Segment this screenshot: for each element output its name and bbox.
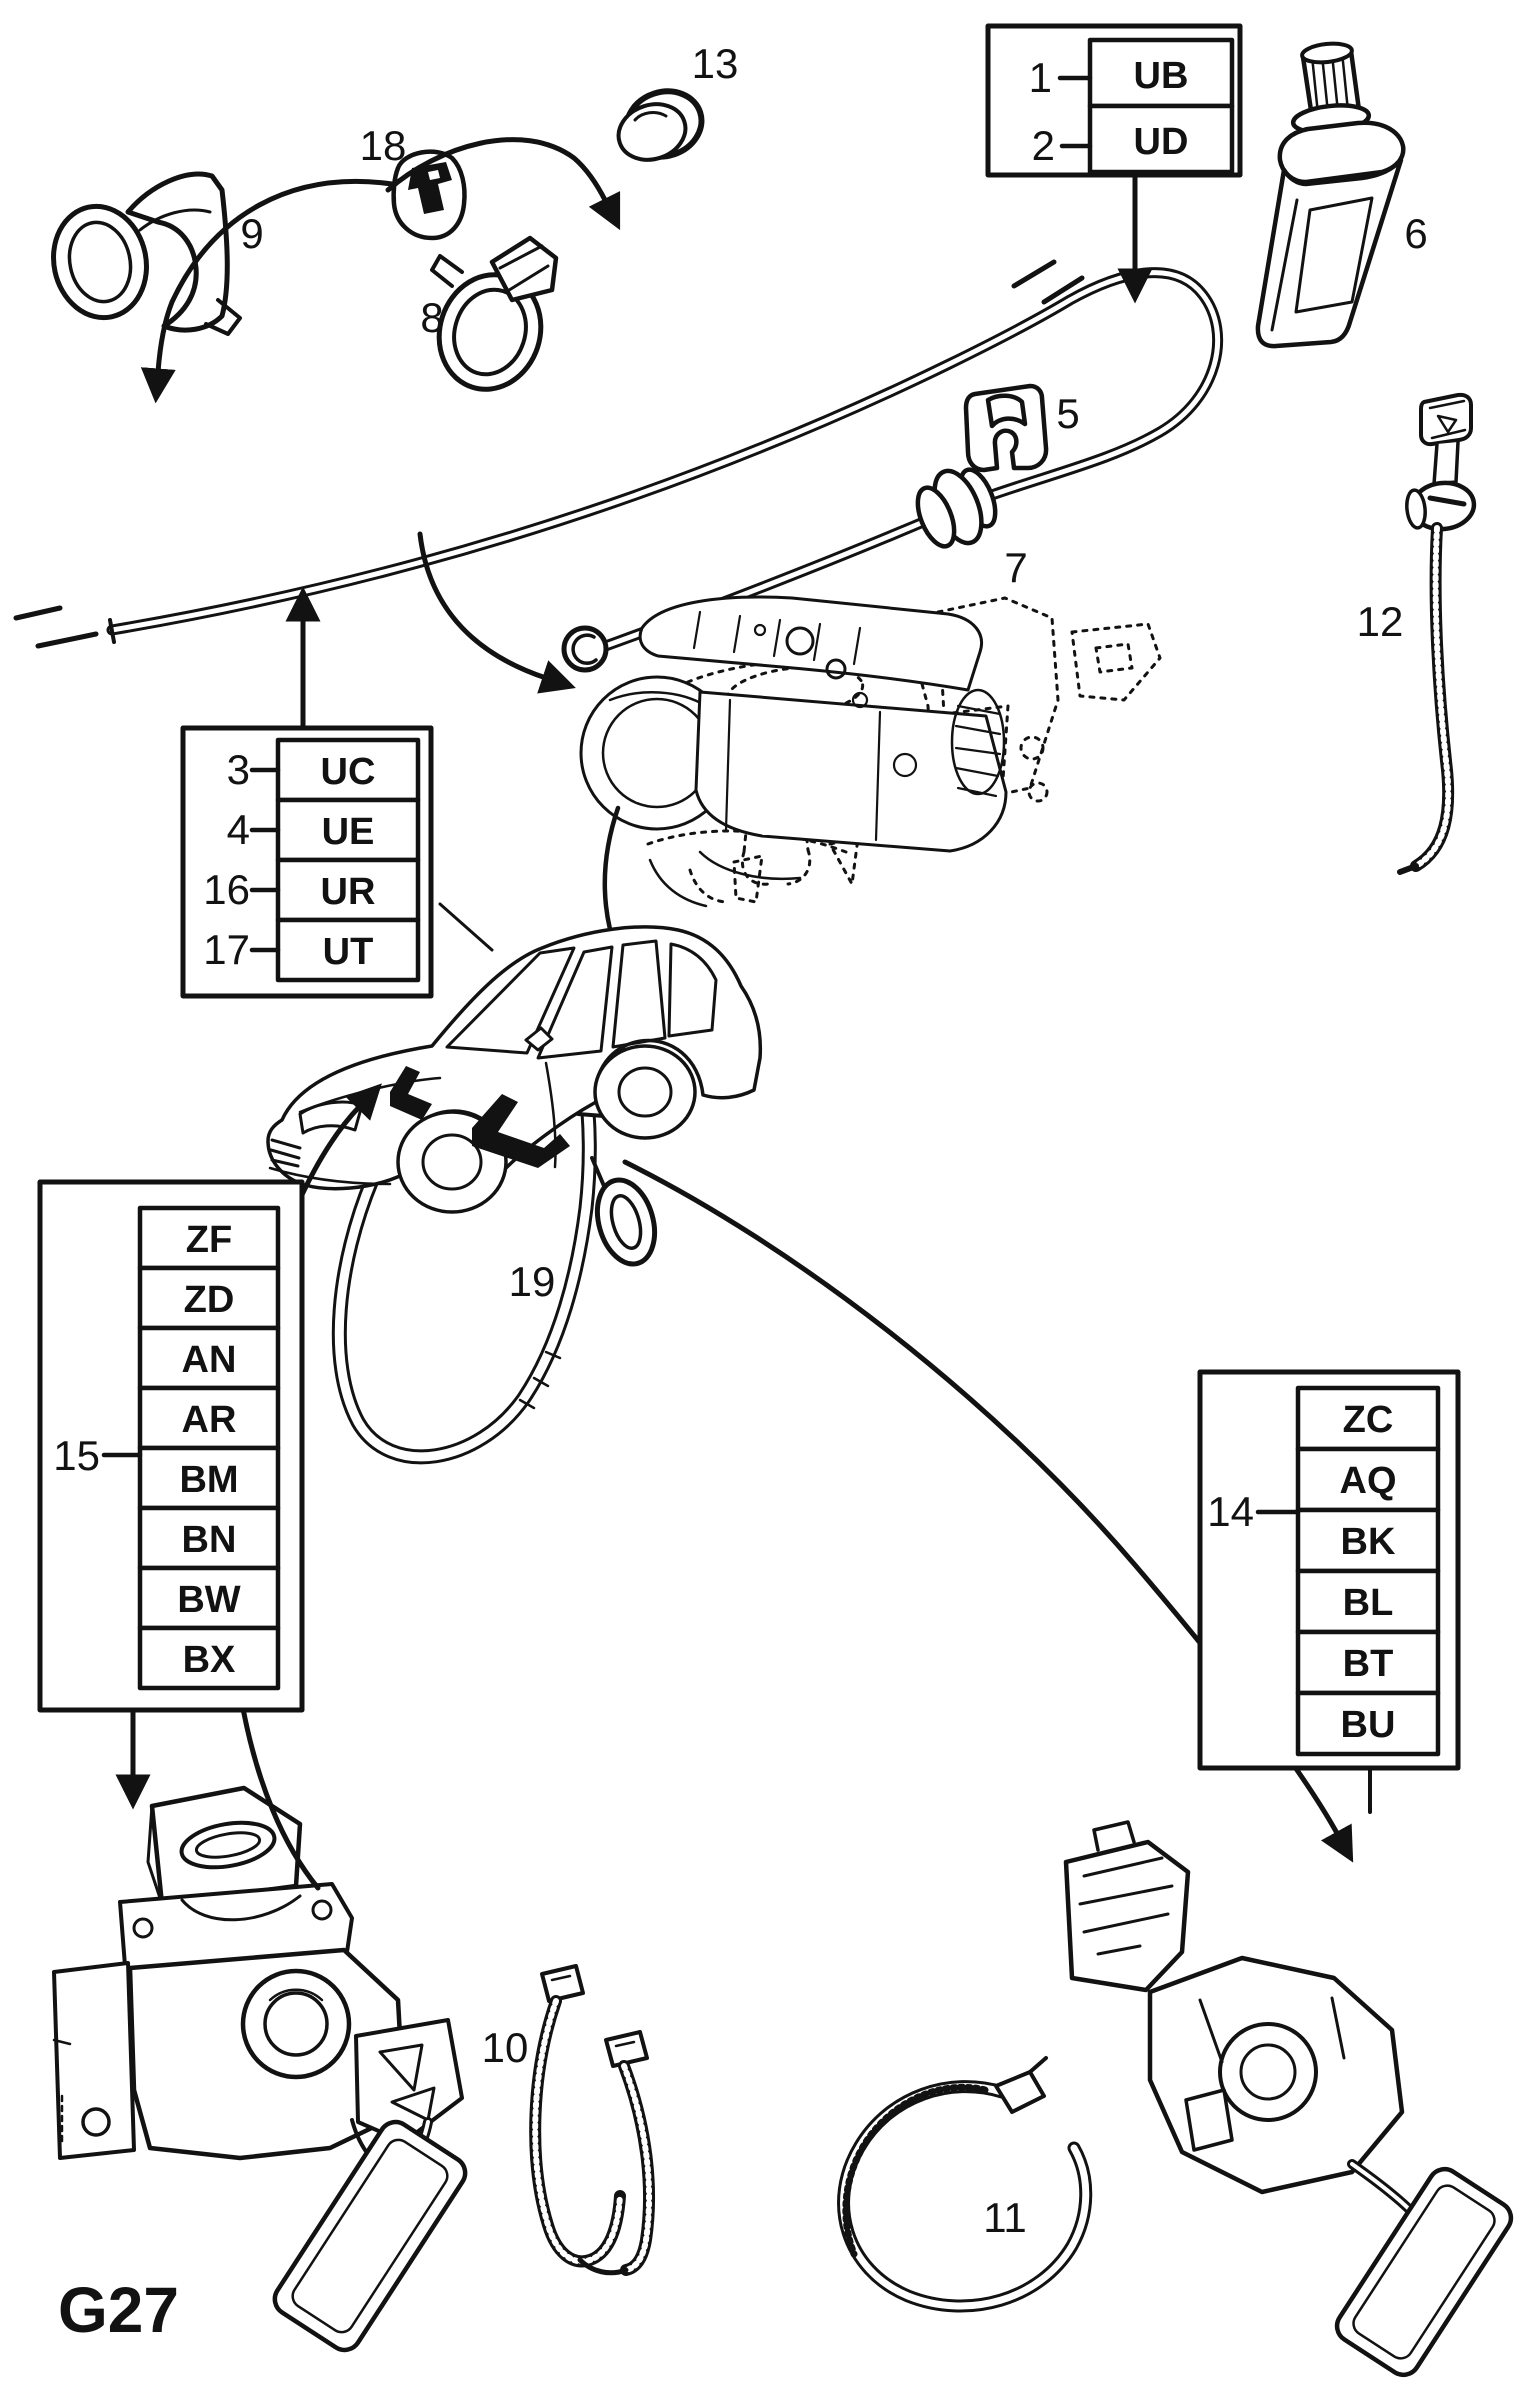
mount-location-mark-2 bbox=[472, 1094, 570, 1168]
arrow-to-cable-right bbox=[385, 137, 621, 231]
ref-num: 15 bbox=[53, 1432, 100, 1479]
option-code: ZC bbox=[1343, 1399, 1394, 1441]
part-8-label: 8 bbox=[420, 294, 443, 341]
arrow-to-engine bbox=[417, 531, 576, 694]
ref-table-mid-left: 3 4 16 17 UC UE UR UT bbox=[180, 725, 434, 999]
arrow-to-cable-left bbox=[140, 178, 395, 404]
part-11-band-clip-drawing bbox=[837, 2056, 1093, 2313]
part-12-label: 12 bbox=[1357, 598, 1404, 645]
ref-num: 2 bbox=[1032, 122, 1055, 169]
part-10-label: 10 bbox=[482, 2024, 529, 2071]
option-code: UC bbox=[321, 751, 376, 793]
part-13-label: 13 bbox=[692, 40, 739, 87]
part-7-grommet-drawing bbox=[915, 467, 998, 549]
option-code: UT bbox=[323, 931, 374, 973]
cable-end-cut bbox=[108, 618, 116, 644]
option-code: UR bbox=[321, 871, 376, 913]
part-19-label: 19 bbox=[509, 1258, 556, 1305]
option-code: BW bbox=[177, 1579, 240, 1621]
option-code: BX bbox=[183, 1639, 236, 1681]
option-code: BT bbox=[1343, 1643, 1394, 1685]
option-code: UD bbox=[1134, 121, 1189, 163]
ref-num: 17 bbox=[203, 926, 250, 973]
option-code: ZF bbox=[186, 1219, 232, 1261]
option-code: ZD bbox=[184, 1279, 235, 1321]
ref-table-right: 14 ZC AQ BK BL BT BU bbox=[1197, 1369, 1461, 1771]
ref-num: 4 bbox=[227, 806, 250, 853]
part-11-label: 11 bbox=[983, 2194, 1027, 2241]
cable-break-dashes-right bbox=[1011, 259, 1085, 305]
antenna bbox=[438, 902, 494, 952]
option-code: UB bbox=[1134, 55, 1189, 97]
ref-num: 1 bbox=[1029, 54, 1052, 101]
grille bbox=[269, 1138, 302, 1168]
engine-drawing bbox=[579, 595, 1008, 999]
part-13-cap-drawing bbox=[616, 88, 705, 162]
part-10-cable-ties-drawing bbox=[529, 1964, 655, 2276]
strap-grommet bbox=[594, 1177, 658, 1267]
part-5-cable-clip-drawing bbox=[963, 383, 1049, 473]
part-number-labels: 13 18 9 8 5 7 6 12 19 10 11 bbox=[240, 40, 1427, 2241]
ref-table-left: 15 ZF ZD AN AR BM BN BW BX bbox=[37, 1179, 305, 1713]
mount-location-mark-1 bbox=[390, 1066, 432, 1120]
mirror bbox=[524, 1026, 554, 1052]
ref-table-top-right: 1 2 UB UD bbox=[985, 23, 1243, 178]
option-code: UE bbox=[322, 811, 375, 853]
option-code: BM bbox=[179, 1459, 238, 1501]
part-9-label: 9 bbox=[240, 210, 263, 257]
part-12-cable-tie-drawing bbox=[1397, 392, 1477, 875]
left-pedal-assembly-drawing bbox=[52, 1785, 468, 2353]
pedal-sensor bbox=[1218, 2022, 1318, 2122]
part-6-tube-drawing bbox=[1255, 41, 1406, 349]
pedal-connector bbox=[1063, 1839, 1191, 1993]
pedal-pad bbox=[272, 2119, 468, 2353]
pedal-pad bbox=[1334, 2166, 1514, 2378]
ref-num: 3 bbox=[227, 746, 250, 793]
option-code: BK bbox=[1341, 1521, 1396, 1563]
part-9-pipe-clip-drawing bbox=[51, 171, 242, 336]
ref-num: 16 bbox=[203, 866, 250, 913]
option-code: BN bbox=[182, 1519, 237, 1561]
page-code: G27 bbox=[58, 2274, 179, 2346]
option-code: BU bbox=[1341, 1704, 1396, 1746]
part-7-label: 7 bbox=[1004, 544, 1027, 591]
option-code: AQ bbox=[1340, 1460, 1397, 1502]
option-code: BL bbox=[1343, 1582, 1394, 1624]
option-code: AN bbox=[182, 1339, 237, 1381]
cable-break-dashes-left bbox=[13, 605, 99, 649]
part-8-hose-clamp-drawing bbox=[430, 235, 559, 392]
pedal-sensor bbox=[240, 1968, 352, 2080]
right-pedal-assembly-drawing bbox=[1063, 1820, 1514, 2378]
option-code: AR bbox=[182, 1399, 237, 1441]
part-6-label: 6 bbox=[1404, 210, 1427, 257]
part-18-label: 18 bbox=[360, 122, 407, 169]
part-5-label: 5 bbox=[1056, 390, 1079, 437]
rear-wheel bbox=[593, 1044, 697, 1140]
ref-num: 14 bbox=[1207, 1488, 1254, 1535]
car-drawing bbox=[266, 902, 763, 1214]
